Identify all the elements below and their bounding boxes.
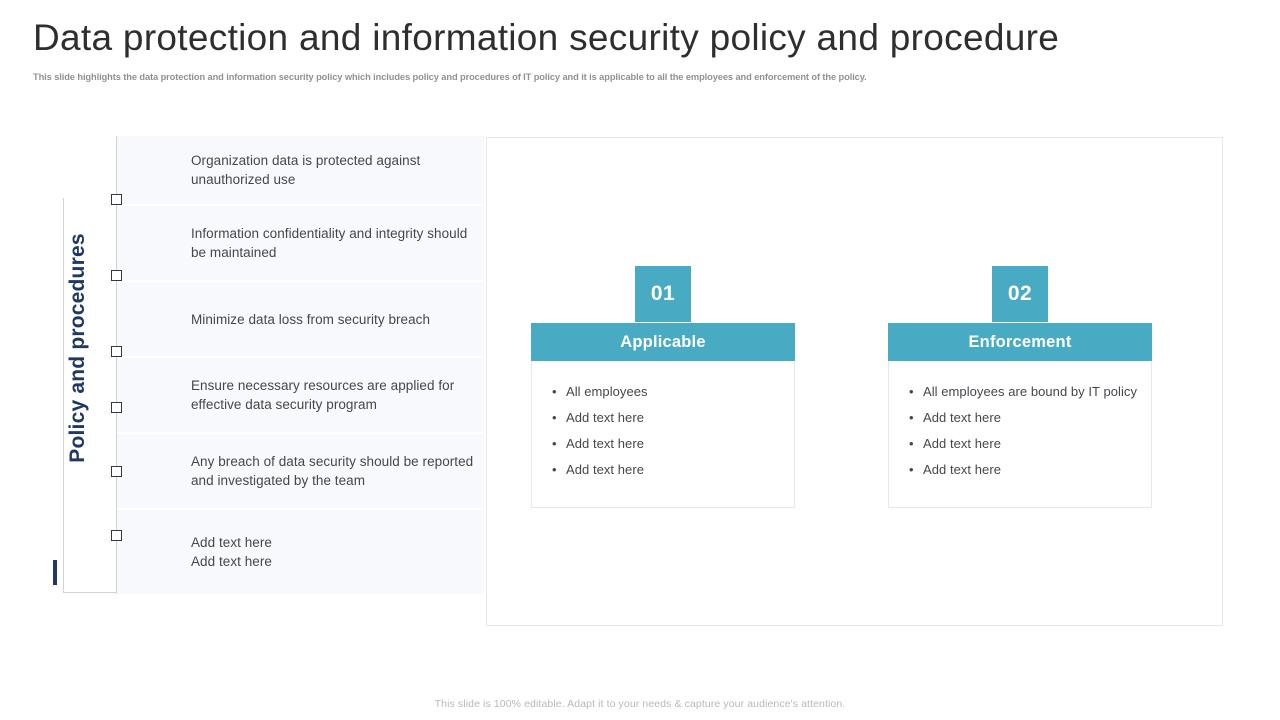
bullet-item: • Add text here [552,405,784,431]
policy-list-section: Policy and procedures Organization data … [44,136,484,596]
bullet-item: • Add text here [552,457,784,483]
policy-row[interactable]: Information confidentiality and integrit… [111,206,484,282]
row-square-marker-icon [111,530,122,541]
bullet-item: • Add text here [909,405,1141,431]
bullet-dot-icon: • [552,462,557,477]
bullet-dot-icon: • [909,436,914,451]
card-bullet-list: • All employees are bound by IT policy • Ad… [888,361,1152,508]
card-applicable[interactable]: 01 Applicable • All employees • Add text he… [531,266,795,508]
policy-row[interactable]: Ensure necessary resources are applied f… [111,358,484,434]
policy-row-text: Minimize data loss from security breach [191,311,431,327]
bullet-item: • Add text here [552,431,784,457]
row-square-marker-icon [111,194,122,205]
policy-row[interactable]: Minimize data loss from security breach [111,282,484,358]
bullet-text: Add text here [566,462,644,477]
card-title: Applicable [531,323,795,361]
vertical-label-group: Policy and procedures [44,136,89,596]
bullet-dot-icon: • [909,410,914,425]
bullet-dot-icon: • [552,384,557,399]
bullet-item: • All employees [552,379,784,405]
bullet-item: • Add text here [909,457,1141,483]
bullet-text: All employees [566,384,648,399]
policy-row-text: Ensure necessary resources are applied f… [191,378,455,412]
bullet-dot-icon: • [909,462,914,477]
policy-row[interactable]: Organization data is protected against u… [111,136,484,206]
bullet-text: Add text here [923,462,1001,477]
card-number-badge: 01 [635,266,691,322]
policy-row-list: Organization data is protected against u… [111,136,484,594]
bullet-dot-icon: • [552,410,557,425]
card-title: Enforcement [888,323,1152,361]
page-title: Data protection and information security… [33,17,1060,58]
label-dash-marker [53,560,57,585]
card-enforcement[interactable]: 02 Enforcement • All employees are bound … [888,266,1152,508]
card-bullet-list: • All employees • Add text here • Add text he… [531,361,795,508]
bullet-text: Add text here [566,410,644,425]
policy-row[interactable]: Any breach of data security should be re… [111,434,484,510]
bullet-item: • Add text here [909,431,1141,457]
timeline-rail [116,136,117,594]
bullet-text: All employees are bound by IT policy [923,384,1138,399]
bullet-text: Add text here [923,410,1001,425]
policy-row-text: Information confidentiality and integrit… [191,226,468,260]
bullet-text: Add text here [566,436,644,451]
row-square-marker-icon [111,402,122,413]
row-square-marker-icon [111,346,122,357]
policy-row-text: Organization data is protected against u… [191,153,421,187]
bullet-dot-icon: • [552,436,557,451]
row-square-marker-icon [111,270,122,281]
bullet-item: • All employees are bound by IT policy [909,379,1141,405]
bullet-text: Add text here [923,436,1001,451]
card-number-badge: 02 [992,266,1048,322]
footer-note: This slide is 100% editable. Adapt it to… [434,698,846,710]
policy-row-text: Any breach of data security should be re… [191,454,474,488]
page-subtitle: This slide highlights the data protectio… [33,72,867,82]
detail-panel: 01 Applicable • All employees • Add text he… [486,137,1223,626]
bullet-dot-icon: • [909,384,914,399]
bracket-connector [63,198,117,593]
row-square-marker-icon [111,466,122,477]
